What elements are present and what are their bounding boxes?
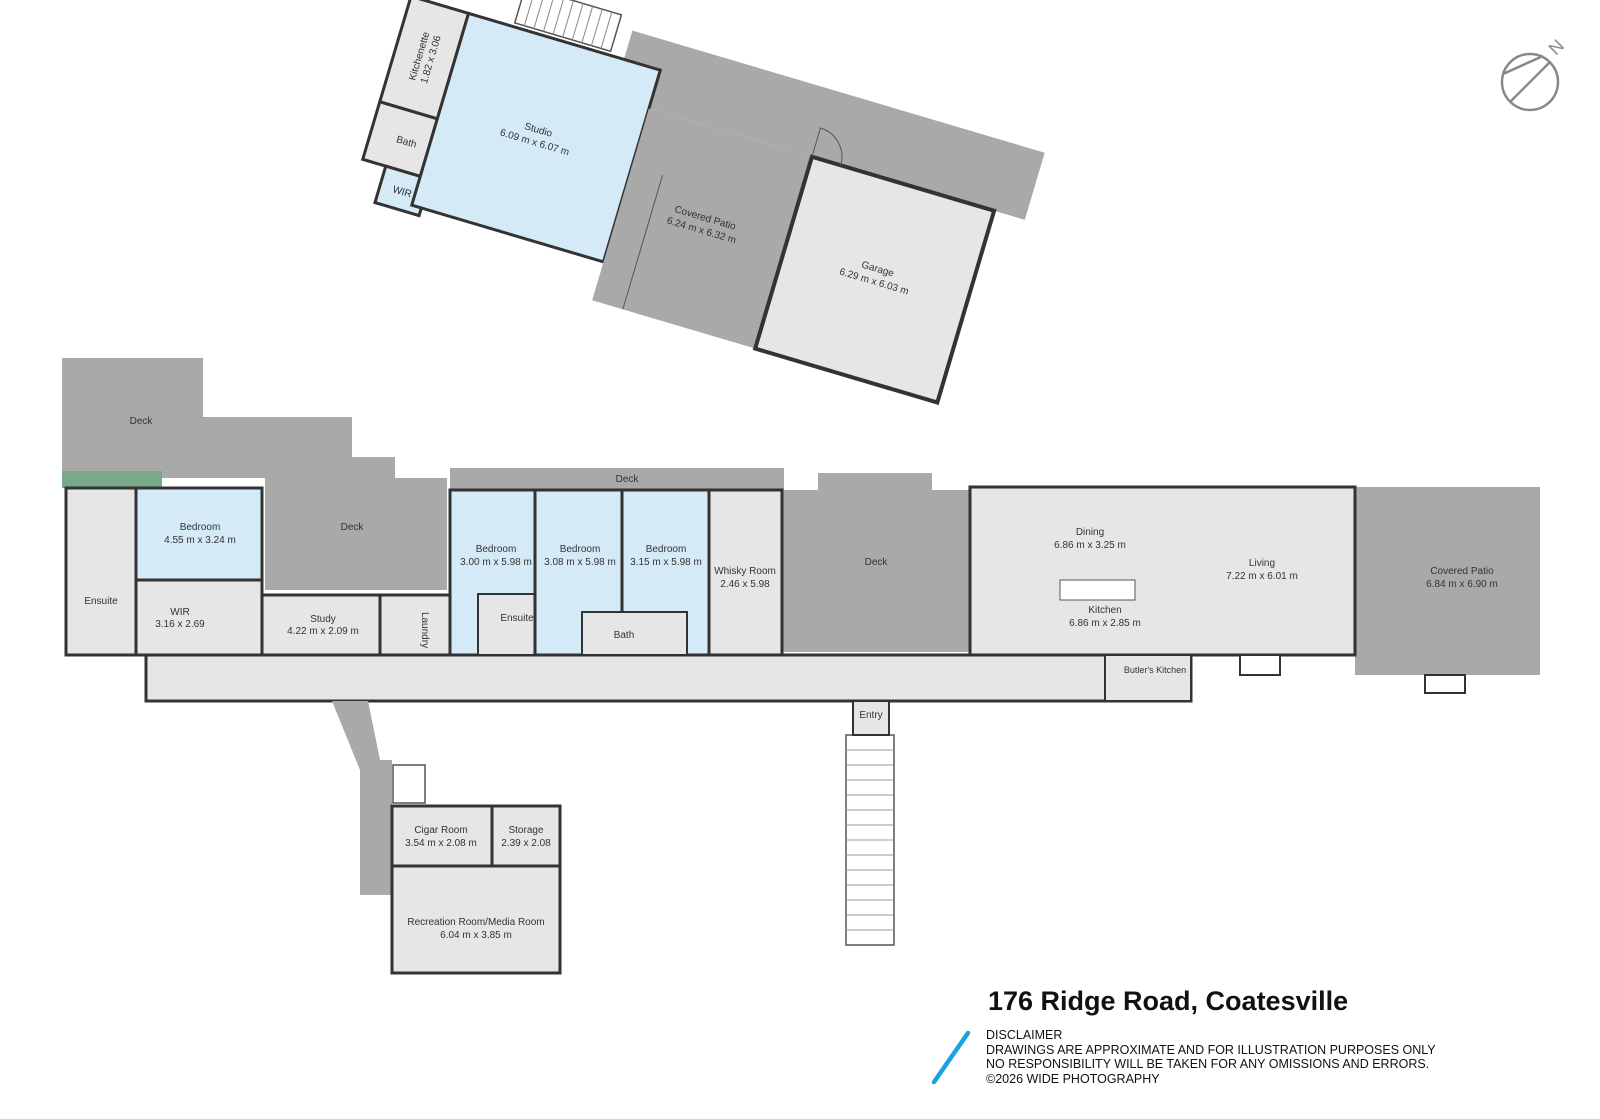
master-bedroom-area bbox=[134, 486, 264, 582]
entry-stair-treads bbox=[846, 749, 894, 931]
bedroom-4-size: 3.15 m x 5.98 m bbox=[630, 557, 702, 568]
wir-area bbox=[134, 578, 264, 657]
deck-1-area bbox=[62, 358, 265, 478]
disclaimer-heading: DISCLAIMER bbox=[986, 1028, 1063, 1042]
deck-2-label: Deck bbox=[341, 522, 365, 533]
bedroom-3-size: 3.08 m x 5.98 m bbox=[544, 557, 616, 568]
dining-label: Dining bbox=[1076, 527, 1104, 538]
storage-area bbox=[490, 804, 562, 868]
covered-patio-right-size: 6.84 m x 6.90 m bbox=[1426, 579, 1498, 590]
kitchen-size: 6.86 m x 2.85 m bbox=[1069, 618, 1141, 629]
outbuilding bbox=[360, 0, 1045, 406]
recreation-room-label: Recreation Room/Media Room bbox=[407, 917, 544, 928]
disclaimer-line-1: DRAWINGS ARE APPROXIMATE AND FOR ILLUSTR… bbox=[986, 1042, 1436, 1057]
cigar-room-label: Cigar Room bbox=[414, 825, 467, 836]
living-label: Living bbox=[1249, 558, 1275, 569]
fireplace bbox=[1239, 654, 1281, 676]
entry-label: Entry bbox=[859, 710, 882, 721]
bedroom-3-label: Bedroom bbox=[560, 544, 601, 555]
wir-size: 3.16 x 2.69 bbox=[155, 619, 205, 630]
covered-patio-right-area bbox=[1355, 487, 1540, 675]
patio-fireplace bbox=[1424, 674, 1466, 694]
deck-3-area bbox=[450, 468, 784, 490]
garage-door-swing bbox=[811, 127, 843, 166]
entry-area bbox=[852, 700, 890, 736]
dining-size: 6.86 m x 3.25 m bbox=[1054, 540, 1126, 551]
whisky-room-size: 2.46 x 5.98 bbox=[720, 579, 770, 590]
storage-label: Storage bbox=[508, 825, 543, 836]
living-size: 7.22 m x 6.01 m bbox=[1226, 571, 1298, 582]
kitchen-label: Kitchen bbox=[1088, 605, 1121, 616]
lower-path bbox=[332, 701, 392, 895]
study-size: 4.22 m x 2.09 m bbox=[287, 626, 359, 637]
hallway bbox=[144, 653, 1193, 703]
deck-4-label: Deck bbox=[865, 557, 889, 568]
butlers-kitchen-area bbox=[1104, 654, 1192, 702]
deck-1-label: Deck bbox=[130, 416, 154, 427]
recreation-room-area bbox=[390, 864, 562, 975]
garage-area bbox=[752, 154, 997, 406]
wir-label: WIR bbox=[170, 607, 189, 618]
disclaimer-block: DISCLAIMER DRAWINGS ARE APPROXIMATE AND … bbox=[986, 1028, 1436, 1086]
ensuite-master-label: Ensuite bbox=[84, 596, 118, 607]
property-address-title: 176 Ridge Road, Coatesville bbox=[988, 986, 1349, 1016]
disclaimer-line-2: NO RESPONSIBILITY WILL BE TAKEN FOR ANY … bbox=[986, 1057, 1430, 1071]
butlers-kitchen-label: Butler's Kitchen bbox=[1124, 665, 1186, 675]
open-plan-area bbox=[968, 485, 1357, 657]
bath-area bbox=[581, 611, 688, 656]
covered-patio-top-area bbox=[592, 108, 812, 349]
bath-label: Bath bbox=[614, 630, 635, 641]
study-area bbox=[260, 593, 382, 657]
laundry-area bbox=[378, 593, 452, 657]
kitchen-island bbox=[1059, 579, 1136, 601]
deck-2-area bbox=[265, 417, 447, 590]
deck-4-area bbox=[782, 473, 970, 652]
deck-3-label: Deck bbox=[616, 474, 640, 485]
master-bedroom-size: 4.55 m x 3.24 m bbox=[164, 535, 236, 546]
bedroom-2-size: 3.00 m x 5.98 m bbox=[460, 557, 532, 568]
whisky-room-area bbox=[707, 488, 784, 657]
lower-stairs bbox=[392, 764, 426, 804]
accent-slash-icon bbox=[931, 1030, 971, 1085]
compass-north-letter: N bbox=[1545, 35, 1568, 58]
outbuilding-stair-treads bbox=[523, 0, 613, 49]
disclaimer-copyright: ©2026 WIDE PHOTOGRAPHY bbox=[986, 1071, 1160, 1086]
bedroom-4-label: Bedroom bbox=[646, 544, 687, 555]
covered-patio-right-label: Covered Patio bbox=[1430, 566, 1494, 577]
ensuite-master-area bbox=[64, 486, 138, 657]
recreation-room-size: 6.04 m x 3.85 m bbox=[440, 930, 512, 941]
laundry-label: Laundry bbox=[419, 612, 430, 648]
cigar-room-size: 3.54 m x 2.08 m bbox=[405, 838, 477, 849]
storage-size: 2.39 x 2.08 bbox=[501, 838, 551, 849]
compass-icon: N bbox=[1500, 35, 1568, 112]
patio-rail bbox=[622, 174, 664, 310]
study-label: Study bbox=[310, 614, 336, 625]
bedroom-2-label: Bedroom bbox=[476, 544, 517, 555]
ensuite-2-label: Ensuite bbox=[500, 613, 534, 624]
studio-wir-label: WIR bbox=[391, 184, 413, 200]
ensuite-2-area bbox=[477, 593, 536, 656]
master-bedroom-label: Bedroom bbox=[180, 522, 221, 533]
outbuilding-deck bbox=[612, 30, 1045, 220]
deck-1-planter bbox=[62, 471, 162, 488]
cigar-room-area bbox=[390, 804, 494, 868]
whisky-room-label: Whisky Room bbox=[714, 566, 776, 577]
